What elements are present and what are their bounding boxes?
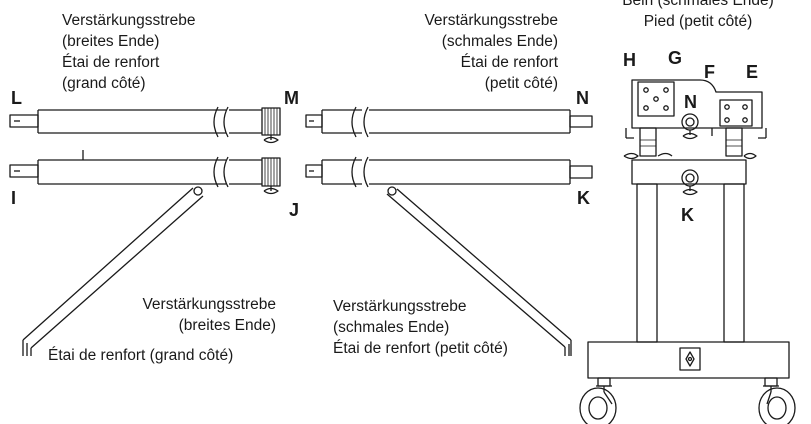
label-top-left-line3: Étai de renfort [62, 54, 160, 71]
label-bottom-middle-line2: (schmales Ende) [333, 319, 450, 336]
label-top-left-line4: (grand côté) [62, 75, 146, 92]
label-top-middle: Verstärkungsstrebe (schmales Ende) Étai … [424, 10, 558, 94]
stand-frame [579, 79, 796, 424]
tube-narrow-lower [305, 156, 593, 356]
letter-K: K [577, 188, 590, 208]
tube-I-J [9, 150, 281, 356]
label-top-right-line1: Bein (schmales Ende) [622, 0, 774, 9]
label-top-right-line2: Pied (petit côté) [643, 13, 753, 30]
letter-N-stand: N [684, 92, 697, 112]
letter-F: F [704, 62, 715, 82]
letter-H: H [623, 50, 636, 70]
tube-narrow-upper [305, 106, 593, 138]
label-bottom-middle: Verstärkungsstrebe (schmales Ende) Étai … [333, 296, 508, 359]
label-bottom-left: Verstärkungsstrebe (breites Ende) [142, 294, 276, 336]
label-bottom-left-line1: Verstärkungsstrebe [142, 296, 276, 313]
label-top-middle-line2: (schmales Ende) [441, 33, 558, 50]
letter-J: J [289, 200, 300, 220]
tube-L-M [9, 106, 281, 144]
letter-L: L [11, 88, 22, 108]
label-top-left-line1: Verstärkungsstrebe [62, 12, 196, 29]
label-top-right: Bein (schmales Ende) Pied (petit côté) [594, 0, 802, 32]
label-top-left: Verstärkungsstrebe (breites Ende) Étai d… [62, 10, 196, 94]
letter-G: G [668, 48, 683, 68]
letter-N: N [576, 88, 589, 108]
label-bottom-left-line2: (breites Ende) [178, 317, 276, 334]
letter-K-stand: K [681, 205, 694, 225]
letter-M: M [284, 88, 299, 108]
label-top-middle-line1: Verstärkungsstrebe [424, 12, 558, 29]
letter-E: E [746, 62, 759, 82]
label-top-middle-line3: Étai de renfort [460, 54, 558, 71]
label-top-middle-line4: (petit côté) [484, 75, 558, 92]
label-bottom-middle-line1: Verstärkungsstrebe [333, 298, 467, 315]
label-bottom-left-line3: Étai de renfort (grand côté) [48, 347, 234, 364]
label-top-left-line2: (breites Ende) [62, 33, 160, 50]
letter-I: I [11, 188, 17, 208]
label-bottom-middle-line3: Étai de renfort (petit côté) [333, 340, 508, 357]
